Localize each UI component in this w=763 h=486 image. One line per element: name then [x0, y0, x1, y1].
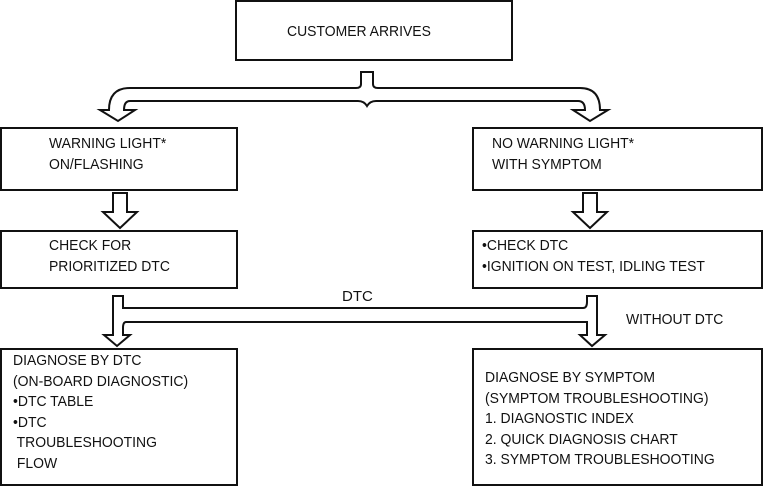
arrow-right-down	[570, 192, 610, 230]
line: ON/FLASHING	[49, 155, 144, 173]
node-label: NO WARNING LIGHT* WITH SYMPTOM	[492, 134, 634, 175]
arrow-left-down	[100, 192, 140, 230]
line: TROUBLESHOOTING	[13, 434, 157, 451]
node-label: DIAGNOSE BY DTC (ON-BOARD DIAGNOSTIC) •DTC…	[13, 351, 188, 474]
line: PRIORITIZED DTC	[49, 257, 170, 275]
line: DIAGNOSE BY DTC	[13, 352, 142, 369]
line: FLOW	[13, 454, 58, 472]
node-check-dtc: •CHECK DTC •IGNITION ON TEST, IDLING TEST	[472, 230, 763, 289]
line: (ON-BOARD DIAGNOSTIC)	[13, 372, 189, 390]
line: 1. DIAGNOSTIC INDEX	[485, 410, 634, 427]
dtc-arrow	[101, 295, 608, 348]
line: CHECK FOR	[49, 237, 132, 254]
split-arrow	[96, 71, 612, 123]
node-label: CHECK FOR PRIORITIZED DTC	[49, 236, 170, 277]
line: •CHECK DTC	[482, 237, 569, 254]
line: WITH SYMPTOM	[492, 155, 602, 173]
edge-label-without-dtc: WITHOUT DTC	[626, 311, 724, 328]
node-diagnose-by-symptom: DIAGNOSE BY SYMPTOM (SYMPTOM TROUBLESHOOT…	[472, 348, 763, 486]
line: •DTC TABLE	[13, 393, 94, 410]
node-label: CUSTOMER ARRIVES	[287, 23, 431, 40]
line: NO WARNING LIGHT*	[492, 135, 635, 152]
line: 3. SYMPTOM TROUBLESHOOTING	[485, 451, 715, 468]
node-warning-light-on: WARNING LIGHT* ON/FLASHING	[0, 127, 238, 191]
node-customer-arrives: CUSTOMER ARRIVES	[235, 0, 513, 61]
line: WARNING LIGHT*	[49, 135, 167, 152]
node-no-warning-light: NO WARNING LIGHT* WITH SYMPTOM	[472, 127, 763, 191]
line: 2. QUICK DIAGNOSIS CHART	[485, 430, 678, 448]
node-check-prioritized-dtc: CHECK FOR PRIORITIZED DTC	[0, 230, 238, 289]
node-label: DIAGNOSE BY SYMPTOM (SYMPTOM TROUBLESHOOT…	[485, 368, 715, 471]
line: DIAGNOSE BY SYMPTOM	[485, 369, 656, 386]
line: (SYMPTOM TROUBLESHOOTING)	[485, 389, 709, 407]
edge-label-dtc: DTC	[342, 288, 373, 305]
node-label: WARNING LIGHT* ON/FLASHING	[49, 134, 166, 175]
node-diagnose-by-dtc: DIAGNOSE BY DTC (ON-BOARD DIAGNOSTIC) •DTC…	[0, 348, 238, 486]
line: •IGNITION ON TEST, IDLING TEST	[482, 257, 705, 275]
line: •DTC	[13, 413, 47, 431]
node-label: •CHECK DTC •IGNITION ON TEST, IDLING TEST	[482, 236, 705, 277]
